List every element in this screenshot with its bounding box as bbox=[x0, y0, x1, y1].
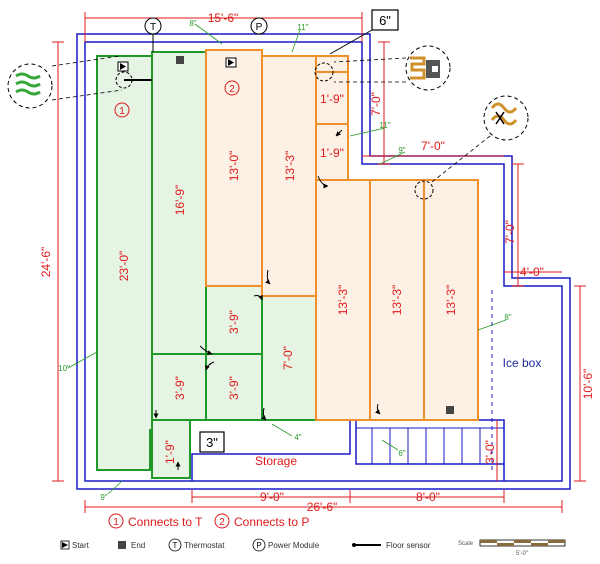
gap-6-bottom: 6" bbox=[398, 449, 405, 458]
end-marker-1 bbox=[176, 56, 184, 64]
gap-box-top: 6" bbox=[329, 9, 399, 55]
mat-13-area bbox=[205, 353, 263, 421]
dim-top-total: 15'-6" bbox=[208, 11, 239, 25]
gap-11-right: 11" bbox=[379, 121, 390, 130]
dim-right-small: 4'-0" bbox=[520, 265, 544, 279]
mat-label-1: 23'-0" bbox=[117, 251, 131, 282]
room-storage: Storage bbox=[255, 454, 297, 468]
gap-leaders bbox=[67, 23, 507, 495]
gap-8-right: 8" bbox=[504, 313, 511, 322]
orange-mats bbox=[205, 49, 479, 421]
svg-text:3": 3" bbox=[206, 435, 218, 450]
svg-text:Connects to T: Connects to T bbox=[128, 515, 203, 529]
mat-label-11: 7'-0" bbox=[281, 346, 295, 370]
start-marker-2 bbox=[225, 57, 237, 68]
detail-target-top-right bbox=[314, 62, 334, 82]
svg-text:Start: Start bbox=[72, 541, 90, 550]
ice-box-shelves bbox=[356, 427, 504, 464]
dim-bottom-right: 8'-0" bbox=[416, 490, 440, 504]
svg-text:6": 6" bbox=[379, 13, 391, 28]
mat-label-5: 1'-9" bbox=[320, 92, 344, 106]
svg-text:2: 2 bbox=[219, 517, 225, 528]
mat-label-14: 1'-9" bbox=[163, 440, 177, 464]
legend-floor-sensor: Floor sensor bbox=[352, 541, 431, 550]
legend-power-module: P Power Module bbox=[252, 538, 320, 552]
gap-9-bottom: 9" bbox=[100, 493, 107, 502]
svg-text:End: End bbox=[131, 541, 145, 550]
mat-7-area bbox=[315, 179, 371, 421]
dim-right-lower: 10'-6" bbox=[581, 369, 595, 400]
marker-two: 2 bbox=[224, 80, 240, 96]
legend-connects-p: 2 Connects to P bbox=[214, 513, 309, 529]
mat-label-7: 13'-3" bbox=[336, 285, 350, 316]
legend-thermostat: T Thermostat bbox=[168, 538, 225, 552]
svg-text:Power Module: Power Module bbox=[268, 541, 320, 550]
green-mats bbox=[96, 51, 317, 479]
storage-walls bbox=[191, 419, 505, 481]
mat-label-12: 3'-9" bbox=[173, 376, 187, 400]
turn-arrows bbox=[153, 129, 381, 470]
gap-9-right: 9" bbox=[398, 146, 405, 155]
svg-text:2: 2 bbox=[229, 84, 235, 95]
mat-3-area bbox=[205, 49, 263, 287]
detail-target-left bbox=[115, 71, 133, 89]
detail-bubble-right bbox=[431, 95, 529, 183]
mat-14-area bbox=[151, 419, 191, 479]
legend-end: End bbox=[118, 541, 145, 550]
svg-text:1: 1 bbox=[113, 517, 119, 528]
legend: 1 Connects to T 2 Connects to P Start En… bbox=[60, 513, 566, 557]
gap-4-bottom: 4" bbox=[294, 433, 301, 442]
dim-right-upper: 7'-0" bbox=[369, 92, 383, 116]
svg-text:T: T bbox=[173, 541, 178, 550]
dim-bottom-left: 9'-0" bbox=[260, 490, 284, 504]
svg-text:T: T bbox=[150, 22, 156, 33]
mat-label-3: 13'-0" bbox=[227, 151, 241, 182]
dim-left-total: 24'-6" bbox=[39, 247, 53, 278]
mat-label-9: 13'-3" bbox=[444, 285, 458, 316]
dimension-lines bbox=[52, 12, 586, 513]
end-marker-2 bbox=[446, 406, 454, 414]
gap-labels: 8" 11" 11" 9" 8" 10" 4" 6" 9" bbox=[58, 19, 512, 502]
legend-scale: Scale 5'-0" bbox=[458, 539, 566, 557]
gap-8-top: 8" bbox=[189, 19, 196, 28]
svg-text:Floor sensor: Floor sensor bbox=[386, 541, 431, 550]
dim-ice-box-depth: 3'-0" bbox=[483, 440, 497, 464]
svg-text:Thermostat: Thermostat bbox=[184, 541, 225, 550]
mat-label-10: 3'-9" bbox=[227, 310, 241, 334]
start-marker-1 bbox=[117, 61, 129, 72]
mat-small-area bbox=[315, 55, 349, 73]
svg-text:Connects to P: Connects to P bbox=[234, 515, 309, 529]
svg-text:P: P bbox=[256, 541, 261, 550]
svg-text:Scale: Scale bbox=[458, 541, 474, 547]
gap-10-left: 10" bbox=[58, 364, 70, 373]
svg-text:5'-0": 5'-0" bbox=[516, 551, 528, 557]
mat-label-6: 1'-9" bbox=[320, 146, 344, 160]
dim-right-mid: 7'-0" bbox=[503, 220, 517, 244]
room-ice-box: Ice box bbox=[503, 356, 542, 370]
mat-label-2: 16'-9" bbox=[173, 185, 187, 216]
dimension-labels: 15'-6" 24'-6" 26'-6" 9'-0" 8'-0" 7'-0" 7… bbox=[39, 11, 595, 514]
legend-connects-t: 1 Connects to T bbox=[108, 513, 203, 529]
walls bbox=[76, 33, 571, 490]
mat-9-area bbox=[423, 179, 479, 421]
gap-box-bottom: 3" bbox=[199, 431, 225, 453]
mat-labels: 23'-0" 16'-9" 13'-0" 13'-3" 1'-9" 1'-9" … bbox=[117, 92, 458, 464]
legend-start: Start bbox=[60, 540, 90, 550]
svg-text:P: P bbox=[256, 22, 263, 33]
mat-label-13: 3'-9" bbox=[227, 376, 241, 400]
dim-right-step: 7'-0" bbox=[421, 139, 445, 153]
thermostat-marker: T bbox=[144, 17, 162, 52]
mat-label-8: 13'-3" bbox=[390, 285, 404, 316]
detail-target-right bbox=[414, 180, 434, 200]
detail-bubble-left bbox=[7, 55, 123, 109]
power-module-marker: P bbox=[250, 17, 268, 35]
gap-11-top: 11" bbox=[297, 23, 308, 32]
svg-text:1: 1 bbox=[119, 106, 125, 117]
dim-bottom-total: 26'-6" bbox=[307, 500, 338, 514]
detail-bubble-top-right bbox=[333, 45, 451, 91]
marker-one: 1 bbox=[114, 102, 130, 118]
mat-label-4: 13'-3" bbox=[283, 151, 297, 182]
